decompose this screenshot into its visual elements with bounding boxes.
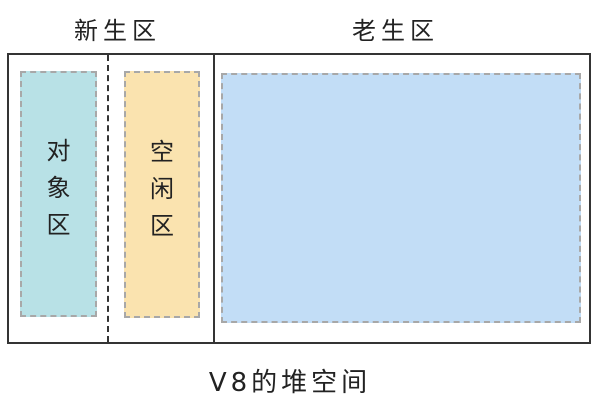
diagram-title: V8的堆空间: [208, 368, 372, 398]
object-area-box: 对 象 区: [20, 71, 97, 317]
object-area-label: 对 象 区: [47, 139, 71, 237]
label-char: 空: [150, 137, 174, 166]
free-area-box: 空 闲 区: [124, 71, 200, 318]
label-char: 对: [46, 137, 71, 165]
label-char: 象: [46, 174, 71, 202]
generation-divider: [213, 55, 215, 342]
label-char: 闲: [150, 174, 174, 203]
label-char: 区: [46, 211, 71, 239]
new-generation-label: 新生区: [74, 17, 161, 45]
old-generation-box: [221, 73, 581, 323]
heap-outline: 对 象 区 空 闲 区: [7, 53, 591, 344]
new-generation-inner-divider: [107, 55, 109, 342]
free-area-label: 空 闲 区: [150, 140, 174, 238]
label-char: 区: [150, 211, 174, 240]
old-generation-label: 老生区: [352, 17, 439, 45]
